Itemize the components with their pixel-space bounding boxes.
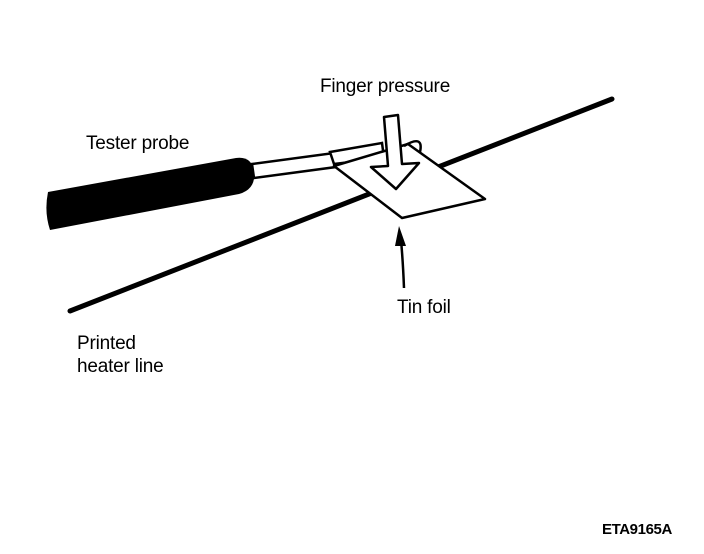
tester-probe-handle (46, 157, 255, 230)
label-tin-foil: Tin foil (397, 297, 451, 318)
label-tester-probe: Tester probe (86, 133, 190, 154)
label-printed-heater-line-1: Printed (77, 333, 136, 354)
label-printed-heater-line-2: heater line (77, 356, 164, 377)
tester-probe-shaft (250, 151, 338, 180)
figure-code: ETA9165A (602, 521, 672, 538)
tin-foil-pointer-head (395, 226, 406, 246)
printed-heater-line (67, 96, 615, 314)
label-finger-pressure: Finger pressure (320, 76, 451, 97)
finger-pressure-arrow (369, 113, 421, 191)
tin-foil-pointer-line (399, 239, 406, 289)
tin-foil-fold (403, 139, 422, 153)
tin-foil-sheet (332, 142, 487, 220)
